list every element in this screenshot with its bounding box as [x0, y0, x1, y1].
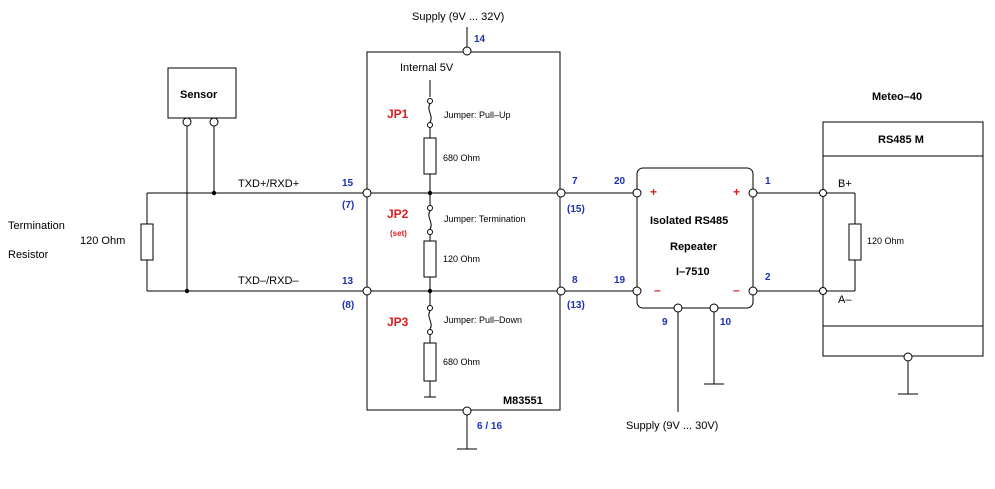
pin-13-label: 13	[342, 276, 354, 287]
sensor-terminal-left	[182, 117, 192, 127]
txd-minus-label: TXD–/RXD–	[238, 275, 299, 287]
terminal-7	[556, 188, 566, 198]
pin-8-label: 8	[572, 275, 578, 286]
meteo-b-plus: B+	[838, 178, 852, 190]
jp1-contact-top	[427, 98, 433, 104]
jp2-contact-bottom	[427, 229, 433, 235]
repeater-plus-right: +	[733, 185, 740, 199]
meteo-resistor-label: 120 Ohm	[867, 236, 904, 246]
jp1-desc: Jumper: Pull–Up	[444, 110, 511, 120]
terminal-20	[632, 188, 642, 198]
jp2-contact-top	[427, 205, 433, 211]
junction-sensor-plus	[211, 190, 217, 196]
repeater-line1: Isolated RS485	[650, 215, 728, 227]
terminal-19	[632, 286, 642, 296]
terminal-10	[709, 303, 719, 313]
pulldown-resistor	[423, 342, 437, 382]
jp2-set-label: (set)	[390, 229, 407, 238]
termination-internal-label: 120 Ohm	[443, 254, 480, 264]
jp3-contact-bottom	[427, 329, 433, 335]
txd-plus-label: TXD+/RXD+	[238, 178, 299, 190]
module-gnd-terminal	[462, 406, 472, 416]
internal-5v-label: Internal 5V	[400, 62, 454, 74]
repeater-minus-right: –	[733, 283, 740, 297]
pin-15-label: 15	[342, 178, 354, 189]
junction-plus-internal	[427, 190, 433, 196]
repeater-line2: Repeater	[670, 241, 718, 253]
m83551-module-box	[366, 51, 561, 411]
sensor-terminal-right	[209, 117, 219, 127]
pin-19-label: 19	[614, 275, 626, 286]
repeater-line3: I–7510	[676, 266, 710, 278]
pullup-resistor	[423, 137, 437, 175]
jp1-label: JP1	[387, 107, 409, 121]
sensor-box	[167, 67, 237, 119]
left-termination-resistor	[140, 223, 154, 261]
pin-7-label: 7	[572, 176, 578, 187]
meteo-gnd-terminal	[903, 352, 913, 362]
supply-top-terminal	[462, 46, 472, 56]
jp2-label: JP2	[387, 207, 409, 221]
termination-line2: Resistor	[8, 249, 49, 261]
repeater-box	[636, 167, 754, 309]
terminal-9	[673, 303, 683, 313]
meteo-terminal-a	[819, 287, 827, 295]
repeater-plus-left: +	[650, 185, 657, 199]
pin-2-label: 2	[765, 272, 771, 283]
jp1-contact-bottom	[427, 122, 433, 128]
meteo-terminal-b	[819, 189, 827, 197]
jp2-desc: Jumper: Termination	[444, 214, 525, 224]
pin-13-paren-label: (13)	[567, 300, 585, 311]
jp3-contact-top	[427, 305, 433, 311]
pin-14-label: 14	[474, 34, 486, 45]
jp3-desc: Jumper: Pull–Down	[444, 315, 522, 325]
pin-9-label: 9	[662, 317, 668, 328]
pin-6-16-label: 6 / 16	[477, 421, 502, 432]
jp3-switch	[428, 310, 432, 330]
termination-line1: Termination	[8, 220, 65, 232]
supply-top-label: Supply (9V ... 32V)	[412, 11, 504, 23]
meteo-termination-resistor	[848, 223, 862, 261]
jp3-label: JP3	[387, 315, 409, 329]
pin-20-label: 20	[614, 176, 626, 187]
pin-7-paren-label: (7)	[342, 200, 354, 211]
junction-minus-internal	[427, 288, 433, 294]
pin-10-label: 10	[720, 317, 732, 328]
terminal-13	[362, 286, 372, 296]
pin-1-label: 1	[765, 176, 771, 187]
sensor-label: Sensor	[180, 89, 218, 101]
terminal-15	[362, 188, 372, 198]
repeater-minus-left: –	[654, 283, 661, 297]
jp2-switch	[428, 210, 432, 230]
terminal-8	[556, 286, 566, 296]
pin-15-paren-label: (15)	[567, 204, 585, 215]
pullup-resistor-label: 680 Ohm	[443, 153, 480, 163]
pin-8-paren-label: (8)	[342, 300, 354, 311]
meteo-box-label: RS485 M	[878, 134, 924, 146]
terminal-2	[748, 286, 758, 296]
jp1-switch	[428, 103, 432, 123]
termination-value: 120 Ohm	[80, 235, 125, 247]
termination-internal-resistor	[423, 240, 437, 278]
junction-sensor-minus	[184, 288, 190, 294]
supply-bottom-label: Supply (9V ... 30V)	[626, 420, 718, 432]
meteo-a-minus: A–	[838, 294, 852, 306]
meteo-title: Meteo–40	[872, 91, 922, 103]
pulldown-resistor-label: 680 Ohm	[443, 357, 480, 367]
module-name-label: M83551	[503, 395, 543, 407]
terminal-1	[748, 188, 758, 198]
